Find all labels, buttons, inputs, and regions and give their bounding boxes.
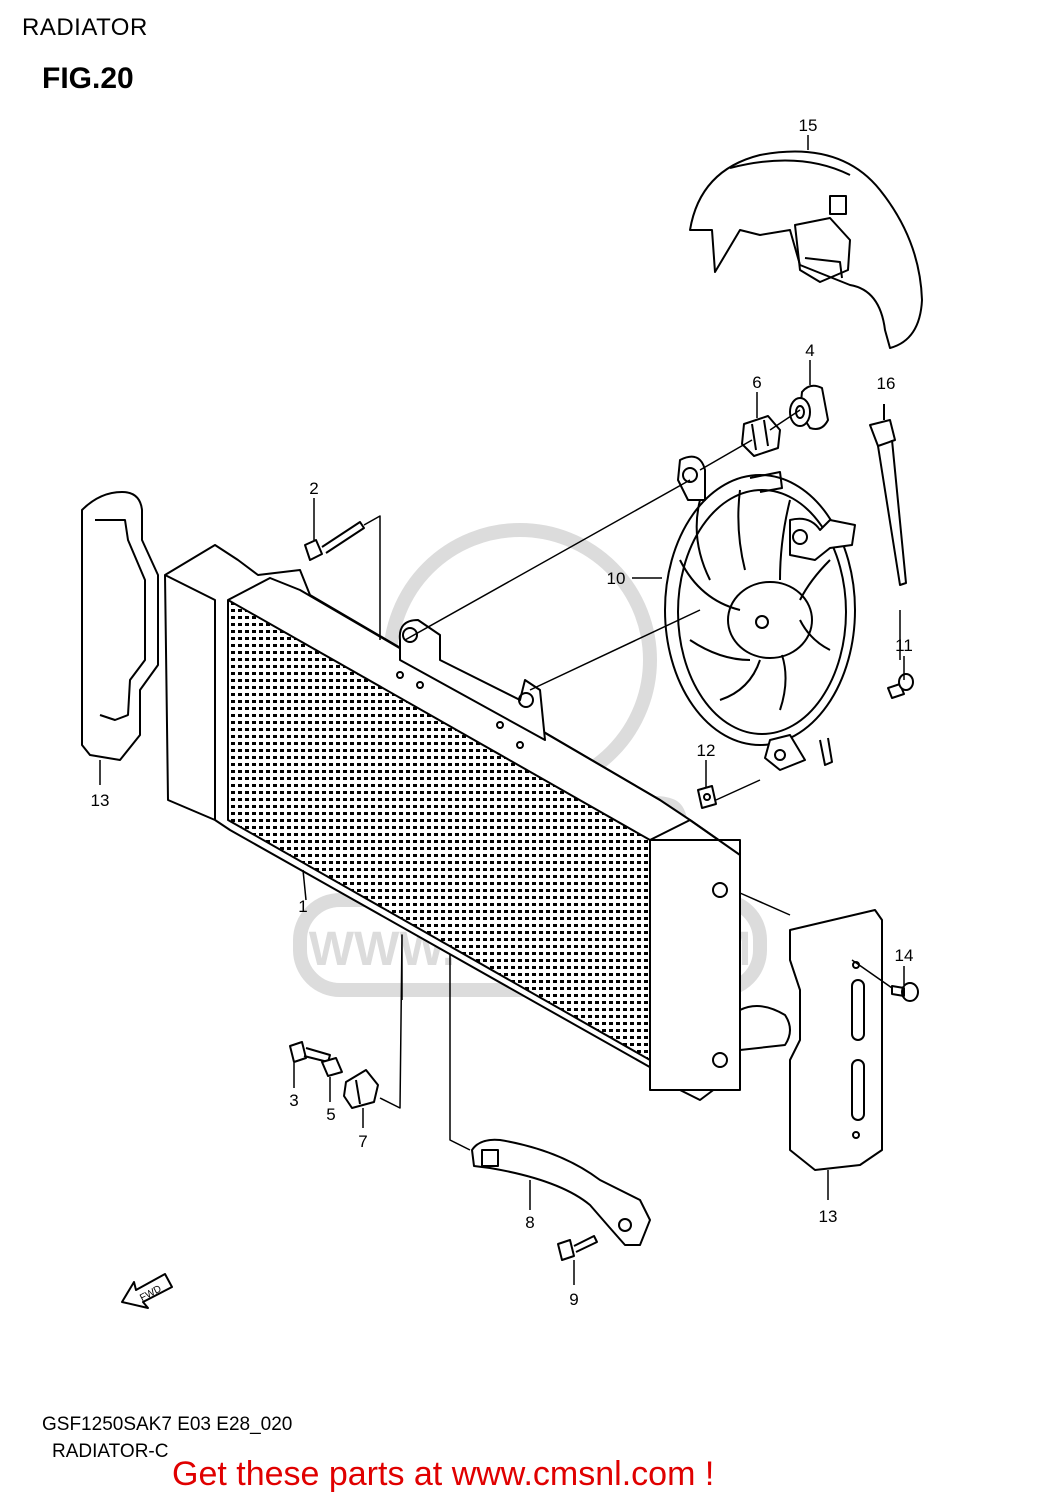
part-13-side-cover-left <box>81 491 159 761</box>
callout-8: 8 <box>525 1213 534 1232</box>
leader-lines <box>99 135 905 1285</box>
part-2-bolt <box>304 521 365 561</box>
part-8-bracket <box>471 1138 651 1246</box>
part-7-cushion <box>343 1069 379 1109</box>
model-code: GSF1250SAK7 E03 E28_020 <box>42 1414 293 1435</box>
callout-numbers: 1 2 3 4 5 6 7 8 9 10 11 12 13 13 14 15 1… <box>91 116 914 1309</box>
part-6-cushion <box>741 415 781 457</box>
callout-7: 7 <box>358 1132 367 1151</box>
fwd-arrow-icon <box>121 1273 173 1309</box>
callout-13-right: 13 <box>819 1207 838 1226</box>
part-16-cable-tie <box>869 404 907 586</box>
callout-4: 4 <box>805 341 814 360</box>
part-14-screw <box>891 982 919 1002</box>
callout-13-left: 13 <box>91 791 110 810</box>
callout-15: 15 <box>799 116 818 135</box>
part-11-bolt <box>887 673 914 699</box>
part-12-nut <box>697 785 717 809</box>
part-3-bolt <box>289 1041 331 1063</box>
callout-16: 16 <box>877 374 896 393</box>
callout-6: 6 <box>752 373 761 392</box>
callout-12: 12 <box>697 741 716 760</box>
callout-10: 10 <box>607 569 626 588</box>
part-5-collar <box>321 1057 343 1077</box>
part-9-bolt <box>557 1235 598 1261</box>
callout-3: 3 <box>289 1091 298 1110</box>
callout-14: 14 <box>895 946 914 965</box>
callout-2: 2 <box>309 479 318 498</box>
section-title: RADIATOR <box>22 14 148 41</box>
diagram-sub-label: RADIATOR-C <box>52 1441 169 1462</box>
callout-1: 1 <box>298 897 307 916</box>
part-15-fan-shroud <box>689 150 923 349</box>
figure-label: FIG.20 <box>42 62 134 95</box>
assembly-lines <box>363 409 901 1151</box>
part-10-cooling-fan <box>664 455 856 771</box>
part-1-radiator <box>164 544 791 1101</box>
part-13-side-cover-right <box>789 909 883 1171</box>
callout-11: 11 <box>895 636 913 655</box>
callout-9: 9 <box>569 1290 578 1309</box>
callout-5: 5 <box>326 1105 335 1124</box>
part-4-grommet <box>789 384 829 430</box>
parts-shop-link[interactable]: Get these parts at www.cmsnl.com ! <box>172 1455 715 1493</box>
